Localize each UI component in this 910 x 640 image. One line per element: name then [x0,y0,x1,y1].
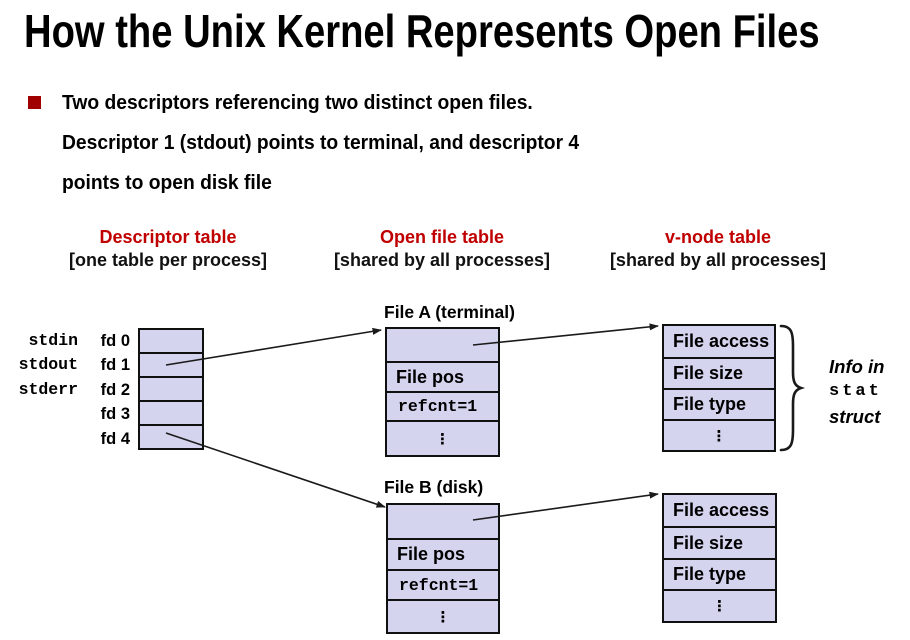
file-b-title: File B (disk) [384,477,484,497]
stat-struct-note: Info in stat struct [829,354,909,429]
vnode-b-size-cell: File size [664,526,775,558]
label-fd0: fd 0 [100,332,130,350]
label-fd4: fd 4 [100,429,130,448]
descriptor-table-subheading: [one table per process] [68,250,268,270]
vnode-b-access-cell: File access [664,495,775,526]
vnode-a-type-cell: File type [664,388,774,419]
file-a-refcnt-label: refcnt=1 [398,397,478,416]
vnode-a-ellipsis-icon: ⋮ [711,426,727,445]
file-b-filepos-label: File pos [397,544,466,564]
fd-cell-0 [140,330,202,352]
vnode-a-type-label: File type [673,394,747,414]
fd-cell-4 [140,424,202,448]
file-a-table: File pos refcnt=1 ⋮ [385,327,500,457]
fd-cell-1 [140,352,202,376]
vnode-a-size-cell: File size [664,357,774,388]
stat-note-line2: stat [829,382,882,401]
std-stream-labels: stdin stdout stderr [14,329,78,402]
file-b-table: File pos refcnt=1 ⋮ [386,503,500,634]
column-header-descriptor-table: Descriptor table [one table per process] [33,226,303,272]
file-a-pointer-cell [387,329,498,361]
vnode-b-ellipsis-cell: ⋮ [664,589,775,621]
open-file-table-heading: Open file table [379,227,505,247]
vnode-b-table: File access File size File type ⋮ [662,493,777,623]
file-a-title: File A (terminal) [384,302,515,322]
vnode-b-type-label: File type [673,564,747,584]
bullet-text: Two descriptors referencing two distinct… [62,83,579,203]
vnode-b-access-label: File access [673,500,770,520]
label-stderr: stderr [18,379,78,399]
label-stdin: stdin [28,331,78,350]
descriptor-table [138,328,204,450]
file-b-pointer-cell [388,505,498,538]
column-header-vnode-table: v-node table [shared by all processes] [583,226,853,272]
arrow-file-a-to-vnode-a [472,323,659,346]
bullet-square-icon [28,96,41,109]
vnode-b-size-label: File size [673,532,744,553]
vnode-a-size-label: File size [673,363,744,383]
descriptor-table-heading: Descriptor table [99,227,237,247]
vnode-a-ellipsis-cell: ⋮ [664,419,774,450]
vnode-b-type-cell: File type [664,558,775,589]
file-b-ellipsis-icon: ⋮ [435,607,451,626]
fd-cell-3 [140,400,202,424]
vnode-a-access-cell: File access [664,326,774,357]
file-a-ellipsis-icon: ⋮ [435,429,450,448]
bullet-line-2: Descriptor 1 (stdout) points to terminal… [62,131,580,154]
file-a-refcnt-cell: refcnt=1 [387,391,498,420]
file-a-filepos-cell: File pos [387,361,498,391]
fd-cell-2 [140,376,202,400]
arrow-file-b-to-vnode-b [472,491,659,521]
brace-icon [779,324,806,452]
fd-labels: fd 0 fd 1 fd 2 fd 3 fd 4 [86,329,130,451]
bullet-line-1: Two descriptors referencing two distinct… [62,91,533,114]
page-title: How the Unix Kernel Represents Open File… [24,5,820,57]
file-b-refcnt-label: refcnt=1 [399,575,479,595]
vnode-a-access-label: File access [673,331,770,351]
vnode-table-heading: v-node table [664,227,771,247]
label-stdout: stdout [18,355,78,375]
file-a-ellipsis-cell: ⋮ [387,420,498,455]
label-fd2: fd 2 [100,380,130,399]
vnode-b-ellipsis-icon: ⋮ [712,597,727,615]
label-fd1: fd 1 [100,356,130,375]
label-fd3: fd 3 [100,405,130,424]
column-header-open-file-table: Open file table [shared by all processes… [307,226,577,272]
vnode-table-subheading: [shared by all processes] [609,250,827,270]
stat-note-line1: Info in [829,356,885,377]
file-b-filepos-cell: File pos [388,538,498,569]
file-a-filepos-label: File pos [396,366,465,387]
file-b-ellipsis-cell: ⋮ [388,599,498,632]
file-b-refcnt-cell: refcnt=1 [388,569,498,599]
bullet-line-3: points to open disk file [62,171,272,194]
vnode-a-table: File access File size File type ⋮ [662,324,776,452]
open-file-table-subheading: [shared by all processes] [333,250,551,270]
stat-note-line3: struct [829,406,881,427]
